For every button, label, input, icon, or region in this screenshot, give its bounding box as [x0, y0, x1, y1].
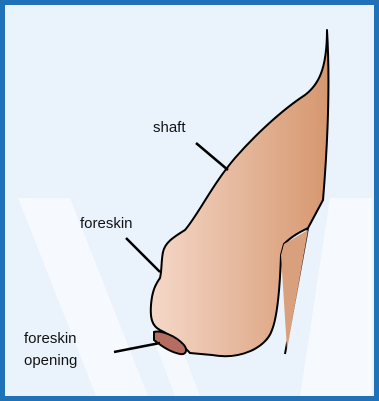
scrotum-fill	[281, 230, 308, 350]
opening-label-line2: opening	[24, 352, 77, 369]
foreskin-label: foreskin	[80, 215, 133, 232]
foreskin-leader-line	[126, 238, 160, 272]
shaft-label: shaft	[153, 119, 186, 136]
shaft-body	[151, 30, 329, 356]
shaft-leader-line	[196, 143, 228, 170]
opening-label-line1: foreskin	[24, 330, 77, 347]
